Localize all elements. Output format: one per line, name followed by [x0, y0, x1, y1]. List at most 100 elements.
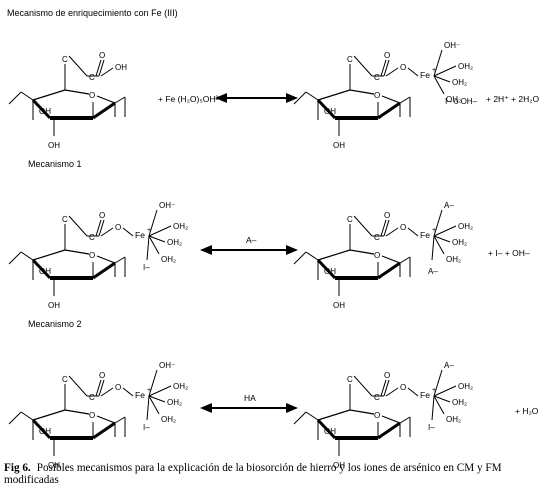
bond: [433, 65, 457, 77]
carbonyl-oxygen-label: O: [384, 51, 390, 60]
bond: [317, 89, 351, 101]
bond: [146, 235, 150, 261]
bond: [32, 89, 66, 101]
carbonyl-oxygen-label: O: [384, 371, 390, 380]
bond: [381, 255, 401, 264]
bond: [380, 219, 387, 237]
ester-oxygen-label: O: [400, 383, 406, 392]
bond: [32, 409, 66, 421]
bond: [95, 59, 102, 77]
mechanism-1-products: + I– + OH–: [488, 248, 530, 258]
figure-caption: Fig 6.Posibles mecanismos para la explic…: [4, 462, 552, 486]
bond: [148, 235, 160, 255]
bond: [380, 59, 387, 77]
bond: [433, 75, 451, 83]
bond: [377, 421, 401, 440]
bond: [433, 369, 443, 397]
iron-charge-label: +: [147, 227, 151, 234]
bond: [100, 227, 114, 237]
bond: [20, 411, 34, 421]
ligand-oh2-label: OH₂: [452, 78, 467, 87]
bond: [8, 91, 22, 105]
ring-oxygen-label: O: [374, 411, 380, 420]
panel-title-mechanism-1: Mecanismo 1: [28, 159, 82, 169]
figure-caption-label: Fig 6.: [4, 462, 31, 474]
ester-oxygen-label: O: [400, 63, 406, 72]
ligand-oh2-label: OH₂: [458, 382, 473, 391]
bond: [122, 387, 134, 397]
ligand-oh2-label: OH₂: [167, 238, 182, 247]
bond: [92, 421, 116, 440]
bond: [293, 251, 307, 265]
bond: [381, 415, 401, 424]
bond: [98, 219, 105, 237]
ligand-i-minus-label: I–: [143, 263, 150, 272]
enrichment-counterion: I– o OH–: [445, 97, 478, 106]
panel-title-mechanism-2: Mecanismo 2: [28, 319, 82, 329]
bond: [68, 55, 88, 77]
bond: [100, 67, 114, 77]
bond: [433, 395, 451, 403]
carboxyl-hydroxyl-label: OH: [115, 63, 127, 72]
ligand-oh2-label: OH₂: [446, 255, 461, 264]
carboxyl-carbon-label: C: [374, 233, 380, 242]
equilibrium-arrow-enrichment: [215, 93, 298, 103]
bond: [32, 249, 66, 261]
enrichment-reagent: + Fe (H₂O)₅OH²⁺: [158, 94, 223, 104]
bond: [399, 96, 411, 104]
hydroxyl-label: OH: [39, 107, 51, 116]
mechanism-1-arrow-label: A–: [246, 235, 257, 245]
hydroxyl-label: OH: [48, 301, 60, 310]
ligand-oh2-label: OH₂: [173, 382, 188, 391]
bond: [433, 75, 445, 95]
bond: [399, 256, 411, 264]
bond: [8, 251, 22, 265]
carbonyl-oxygen-label: O: [99, 371, 105, 380]
bond: [96, 95, 116, 104]
bond: [383, 379, 390, 397]
bond: [114, 256, 126, 264]
bond: [407, 387, 419, 397]
bond: [385, 67, 399, 77]
figure-caption-text: Posibles mecanismos para la explicación …: [4, 462, 502, 486]
bond: [114, 416, 126, 424]
ligand-a-minus-label: A–: [428, 267, 438, 276]
enrichment-products: + 2H⁺ + 2H₂O: [486, 94, 540, 104]
ring-oxygen-label: O: [374, 91, 380, 100]
bond: [95, 379, 102, 397]
bond: [100, 387, 114, 397]
ester-oxygen-label: O: [115, 223, 121, 232]
bond: [385, 387, 399, 397]
bond: [68, 375, 88, 397]
ligand-i-minus-label: I–: [428, 423, 435, 432]
bond: [349, 409, 375, 415]
ester-oxygen-label: O: [115, 383, 121, 392]
carboxyl-carbon-label: C: [89, 233, 95, 242]
ligand-oh2-label: OH₂: [458, 62, 473, 71]
hydroxyl-label: OH: [39, 427, 51, 436]
bond: [293, 411, 307, 425]
iron-charge-label: +: [432, 227, 436, 234]
bond: [407, 227, 419, 237]
carboxyl-carbon-label: C: [374, 393, 380, 402]
hydroxyl-label: OH: [39, 267, 51, 276]
bond: [148, 395, 166, 403]
bond: [148, 235, 166, 243]
bond: [20, 91, 34, 101]
bond: [316, 258, 337, 280]
ligand-oh2-label: OH₂: [161, 415, 176, 424]
ligand-i-minus-label: I–: [143, 423, 150, 432]
bond: [377, 101, 401, 120]
bond: [305, 411, 319, 421]
ligand-oh2-label: OH₂: [446, 415, 461, 424]
bond: [433, 235, 445, 255]
bond: [148, 385, 172, 397]
iron-charge-label: +: [432, 67, 436, 74]
bond: [433, 235, 451, 243]
hydroxyl-label: OH: [333, 301, 345, 310]
ring-oxygen-label: O: [89, 91, 95, 100]
bond: [92, 261, 116, 280]
